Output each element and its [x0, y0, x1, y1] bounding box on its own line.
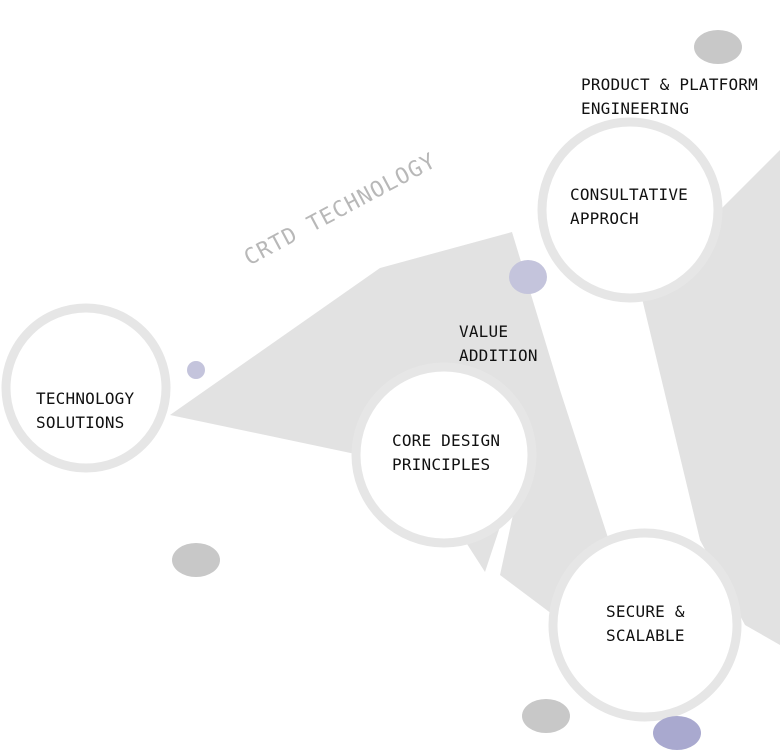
core-design-line2: PRINCIPLES [392, 455, 491, 474]
technology-solutions-label: TECHNOLOGY SOLUTIONS [36, 387, 134, 435]
value-addition-label: VALUE ADDITION [459, 320, 538, 368]
node-secure-ring [548, 528, 742, 722]
core-design-line1: CORE DESIGN [392, 431, 501, 450]
node-technology-solutions-ring [1, 303, 171, 473]
consultative-line2: APPROCH [570, 209, 639, 228]
node-consultative-ring [537, 117, 723, 303]
node-core-design-ring [351, 362, 537, 548]
secure-line2: SCALABLE [606, 626, 685, 645]
dot-top-right [694, 30, 742, 64]
secure-line1: SECURE & [606, 602, 685, 621]
band-shape-center [500, 232, 700, 700]
dot-small-left [187, 361, 205, 379]
dot-lavender-mid [509, 260, 547, 294]
technology-solutions-line2: SOLUTIONS [36, 413, 125, 432]
consultative-line1: CONSULTATIVE [570, 185, 688, 204]
product-platform-line1: PRODUCT & PLATFORM [581, 75, 758, 94]
dot-gray-bottom [522, 699, 570, 733]
core-design-label: CORE DESIGN PRINCIPLES [392, 429, 500, 477]
product-platform-label: PRODUCT & PLATFORM ENGINEERING [581, 73, 758, 121]
value-addition-line2: ADDITION [459, 346, 538, 365]
dot-purple-bottom [653, 716, 701, 750]
product-platform-line2: ENGINEERING [581, 99, 690, 118]
dot-gray-left [172, 543, 220, 577]
secure-label: SECURE & SCALABLE [606, 600, 685, 648]
value-addition-line1: VALUE [459, 322, 509, 341]
consultative-label: CONSULTATIVE APPROCH [570, 183, 688, 231]
technology-solutions-line1: TECHNOLOGY [36, 389, 135, 408]
